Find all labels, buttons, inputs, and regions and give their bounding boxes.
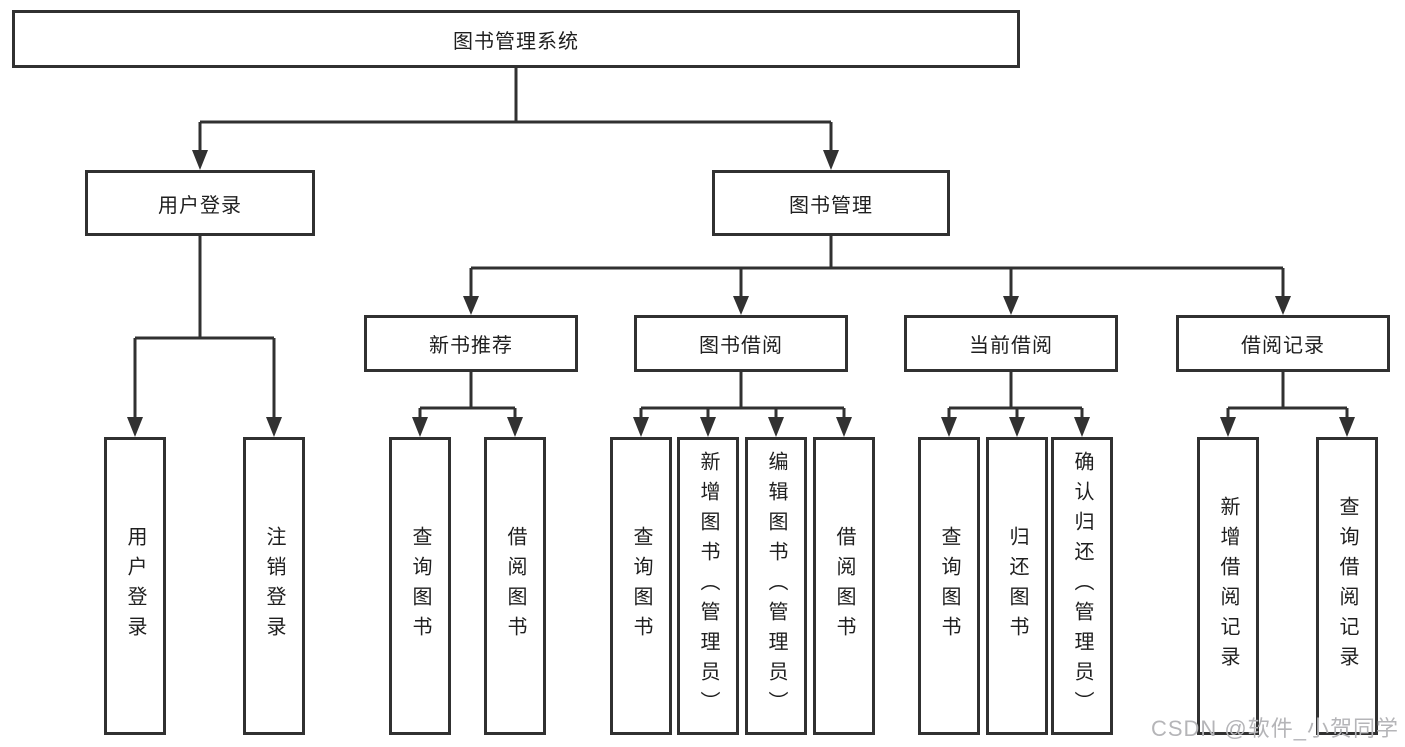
leaf-label: 注销登录 — [263, 526, 285, 646]
leaf-query-books-recommend: 查询图书 — [389, 437, 451, 735]
arrowheads — [127, 150, 1355, 437]
leaf-label: 查询借阅记录 — [1336, 496, 1358, 676]
leaf-label: 查询图书 — [938, 526, 960, 646]
leaf-edit-books-admin: 编辑图书（管理员） — [745, 437, 807, 735]
node-label: 当前借阅 — [969, 335, 1053, 357]
leaf-return-books: 归还图书 — [986, 437, 1048, 735]
node-label: 借阅记录 — [1241, 335, 1325, 357]
node-book-management: 图书管理 — [712, 170, 950, 236]
leaf-logout: 注销登录 — [243, 437, 305, 735]
node-library-management-system: 图书管理系统 — [12, 10, 1020, 68]
leaf-query-books-borrow: 查询图书 — [610, 437, 672, 735]
leaf-borrow-books: 借阅图书 — [813, 437, 875, 735]
node-current-borrowing: 当前借阅 — [904, 315, 1118, 372]
node-label: 新书推荐 — [429, 335, 513, 357]
leaf-label: 查询图书 — [630, 526, 652, 646]
node-label: 图书借阅 — [699, 335, 783, 357]
leaf-borrow-books-recommend: 借阅图书 — [484, 437, 546, 735]
leaf-label: 编辑图书（管理员） — [765, 451, 787, 721]
leaf-label: 确认归还（管理员） — [1071, 451, 1093, 721]
node-label: 用户登录 — [158, 194, 242, 217]
leaf-label: 用户登录 — [124, 526, 146, 646]
node-label: 图书管理 — [789, 194, 873, 217]
leaf-label: 借阅图书 — [833, 526, 855, 646]
leaf-add-borrow-record: 新增借阅记录 — [1197, 437, 1259, 735]
leaf-label: 新增图书（管理员） — [697, 451, 719, 721]
leaf-confirm-return-admin: 确认归还（管理员） — [1051, 437, 1113, 735]
leaf-label: 归还图书 — [1006, 526, 1028, 646]
node-new-book-recommendation: 新书推荐 — [364, 315, 578, 372]
node-user-login: 用户登录 — [85, 170, 315, 236]
node-book-borrowing: 图书借阅 — [634, 315, 848, 372]
leaf-query-borrow-record: 查询借阅记录 — [1316, 437, 1378, 735]
leaf-user-login: 用户登录 — [104, 437, 166, 735]
leaf-query-books-current: 查询图书 — [918, 437, 980, 735]
leaf-label: 新增借阅记录 — [1217, 496, 1239, 676]
node-borrowing-records: 借阅记录 — [1176, 315, 1390, 372]
leaf-label: 借阅图书 — [504, 526, 526, 646]
node-label: 图书管理系统 — [453, 30, 579, 53]
leaf-add-books-admin: 新增图书（管理员） — [677, 437, 739, 735]
leaf-label: 查询图书 — [409, 526, 431, 646]
